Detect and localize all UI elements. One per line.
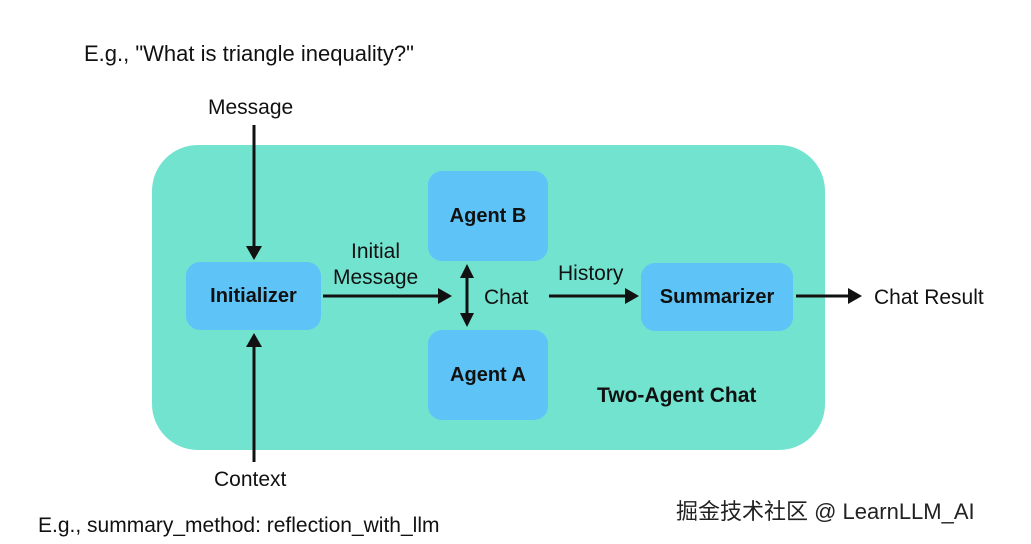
message-arrowhead [246,246,262,260]
context-arrowhead [246,333,262,347]
initial-label-line2: Message [333,266,419,289]
chat-label: Chat [484,286,529,309]
chat-result-label: Chat Result [874,286,984,309]
initializer-label: Initializer [210,284,297,307]
summarizer-node: Summarizer [641,263,793,331]
agent-a-label: Agent A [450,363,526,386]
two-agent-chat-title: Two-Agent Chat [597,384,757,407]
history-arrowhead [625,288,639,304]
history-label: History [558,262,624,285]
chat-result-arrowhead [848,288,862,304]
initializer-node: Initializer [186,262,321,330]
initial-message-arrowhead [438,288,452,304]
watermark-text: 掘金技术社区 @ LearnLLM_AI [676,499,975,524]
agent-b-label: Agent B [449,204,527,227]
chat-arrowhead-down [460,313,474,327]
message-example-text: E.g., "What is triangle inequality?" [84,41,414,66]
message-label: Message [208,96,294,119]
agent-a-node: Agent A [428,330,548,420]
context-label: Context [214,468,287,491]
summarizer-label: Summarizer [659,285,775,308]
chat-arrowhead-up [460,264,474,278]
initial-label-line1: Initial [351,240,401,263]
context-example-text: E.g., summary_method: reflection_with_ll… [38,514,440,537]
agent-b-node: Agent B [428,171,548,261]
